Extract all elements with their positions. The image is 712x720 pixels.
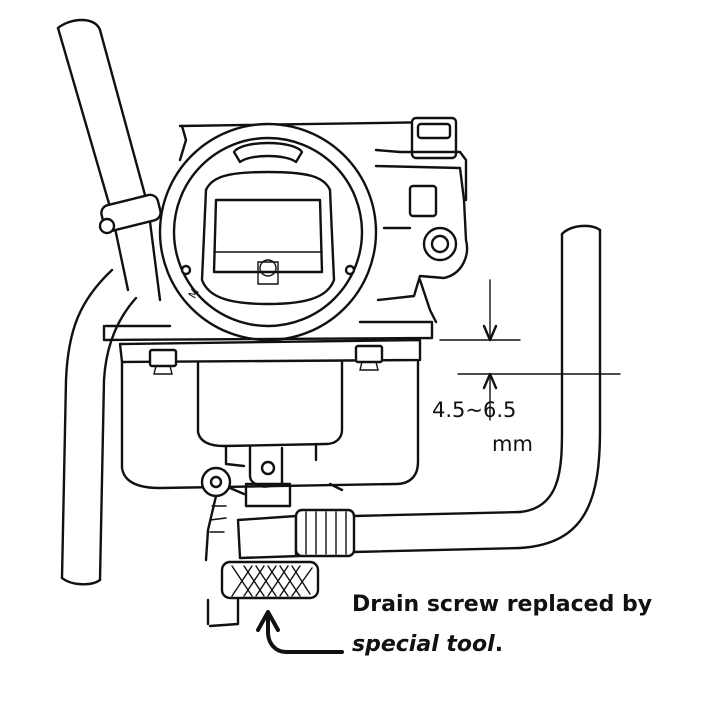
float-bowl [120, 360, 420, 492]
special-tool-knurled [206, 560, 320, 628]
callout-period: . [494, 632, 504, 657]
throttle-body [158, 122, 378, 342]
dimension-unit-label: mm [492, 432, 533, 456]
carburetor-flange [102, 320, 434, 375]
drain-tube-right [518, 224, 602, 550]
overflow-tube-left [60, 268, 138, 586]
vent-hose-left [56, 18, 162, 302]
callout-text-line1: Drain screw replaced by [352, 592, 653, 617]
hose-coupling [294, 508, 522, 558]
callout-text-line2: special tool. [352, 632, 503, 657]
choke-housing [374, 164, 469, 324]
dimension-range-label: 4.5~6.5 [432, 398, 517, 422]
dimension-marker [439, 279, 621, 421]
callout-italic-term: special tool [352, 632, 495, 657]
callout-arrow [256, 610, 344, 654]
